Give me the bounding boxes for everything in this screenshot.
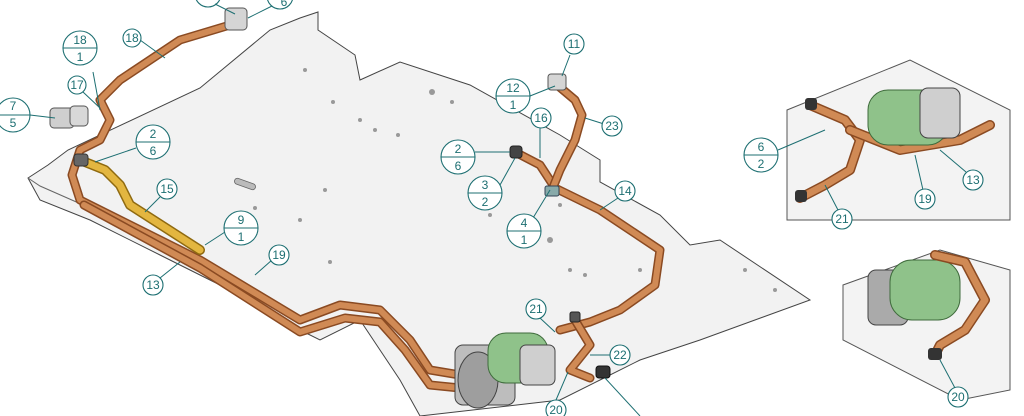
- balloon-7-top: 7: [10, 99, 17, 113]
- balloon-20-main: 20: [549, 403, 563, 416]
- inset-bottom-right: [842, 249, 1011, 401]
- balloon-19-inset: 19: [918, 192, 932, 206]
- balloon-6-bottom: 2: [758, 157, 765, 171]
- balloon-14: 14: [618, 184, 632, 198]
- balloon-11: 11: [568, 37, 581, 51]
- balloon-13-inset: 13: [966, 173, 980, 187]
- balloon-2-bottom-mid: 6: [455, 159, 462, 173]
- balloon-18-label: 18: [125, 31, 139, 45]
- fittings: [49, 7, 611, 379]
- balloon-22: 22: [613, 348, 627, 362]
- copper-pipes: [67, 17, 665, 393]
- balloon-12-top: 12: [506, 81, 520, 95]
- yellow-pipe: [75, 155, 205, 255]
- balloon-9-bottom: 1: [238, 230, 245, 244]
- balloon-3-bottom: 2: [482, 195, 489, 209]
- motor-main: [454, 332, 556, 409]
- balloon-2-top-mid: 2: [455, 142, 462, 156]
- balloon-6-top: 6: [758, 140, 765, 154]
- balloon-12-bottom: 1: [510, 98, 517, 112]
- balloon-top-right: 6: [281, 0, 288, 9]
- balloon-4-top: 4: [521, 216, 528, 230]
- balloon-2-bottom-left: 6: [150, 144, 157, 158]
- balloon-21-main: 21: [529, 302, 543, 316]
- balloon-7-bottom: 5: [10, 116, 17, 130]
- balloon-21-inset: 21: [835, 212, 849, 226]
- balloon-19-main: 19: [272, 248, 286, 262]
- balloon-23: 23: [605, 119, 619, 133]
- inset-top-right: [786, 59, 1011, 221]
- balloon-16: 16: [534, 111, 548, 125]
- balloon-15: 15: [160, 182, 174, 196]
- balloon-17: 17: [70, 78, 84, 92]
- balloon-3-top: 3: [482, 178, 489, 192]
- callout-balloons: 18 1 18 17 7 5 2 6 15 9 1 13: [0, 0, 984, 416]
- balloon-4-bottom: 1: [521, 233, 528, 247]
- balloon-18-top: 18: [73, 33, 87, 47]
- balloon-9-top: 9: [238, 213, 245, 227]
- balloon-18-bottom: 1: [77, 50, 84, 64]
- balloon-20-inset: 20: [951, 390, 965, 404]
- balloon-13-main: 13: [146, 278, 160, 292]
- balloon-2-top-left: 2: [150, 127, 157, 141]
